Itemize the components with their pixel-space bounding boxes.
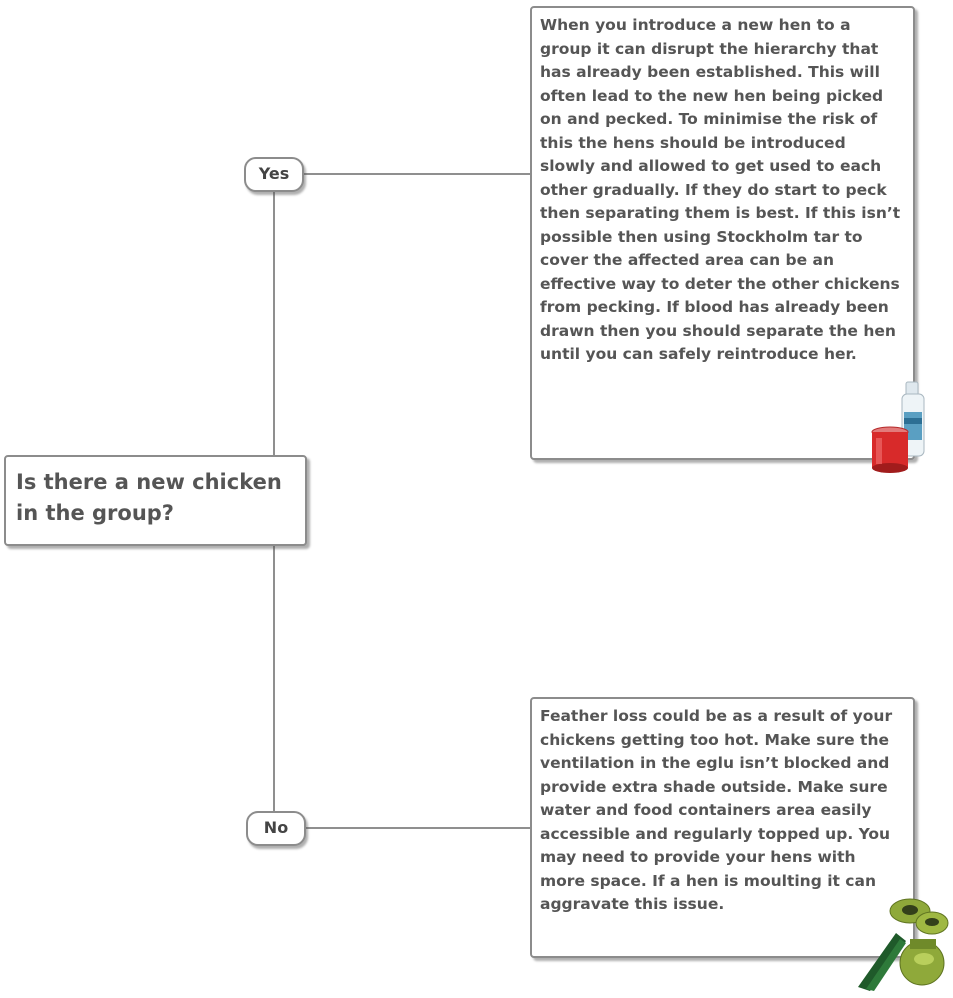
- green-feeders-image: [858, 898, 949, 991]
- shade-panel-icon: [858, 933, 906, 991]
- no-answer-text: Feather loss could be as a result of you…: [540, 707, 893, 913]
- yes-answer-text: When you introduce a new hen to a group …: [540, 16, 901, 363]
- feeder-icon: [889, 898, 949, 986]
- no-label-text: No: [263, 818, 289, 837]
- yes-label-text: Yes: [258, 164, 290, 183]
- yes-label: Yes: [244, 157, 304, 192]
- stockholm-tar-image: [871, 381, 925, 473]
- yes-answer-box: When you introduce a new hen to a group …: [530, 6, 915, 460]
- question-box: Is there a new chicken in the group?: [4, 455, 307, 546]
- connector-yes-horizontal: [303, 173, 531, 175]
- tar-tin-icon: [871, 426, 909, 473]
- question-text: Is there a new chicken in the group?: [16, 470, 282, 525]
- no-label: No: [246, 811, 306, 846]
- connector-vertical-top: [273, 190, 275, 456]
- connector-no-horizontal: [305, 827, 531, 829]
- no-answer-box: Feather loss could be as a result of you…: [530, 697, 915, 958]
- connector-vertical-bottom: [273, 545, 275, 813]
